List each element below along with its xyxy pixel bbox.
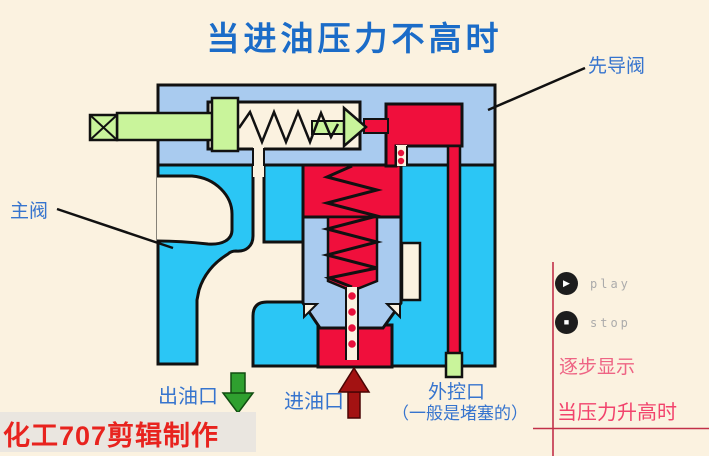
stop-button[interactable]: ■ stop	[555, 311, 631, 334]
outlet-arrow-icon	[221, 372, 255, 415]
inlet-arrow-icon	[337, 366, 371, 419]
label-inlet-port: 进油口	[284, 389, 344, 413]
adjustment-screw	[88, 96, 240, 153]
page-title: 当进油压力不高时	[206, 19, 503, 58]
play-icon: ▶	[555, 272, 578, 295]
leader-lines	[56, 66, 586, 250]
label-outlet-port: 出油口	[158, 384, 218, 408]
label-pilot-valve: 先导阀	[588, 55, 646, 77]
label-external-port: 外控口	[428, 381, 486, 403]
caption-step-hint: 逐步显示	[559, 356, 636, 378]
stop-button-label: stop	[590, 315, 631, 330]
label-external-port-note: （一般是堵塞的）	[392, 404, 528, 424]
watermark-text: 化工707剪辑制作	[3, 421, 220, 451]
damping-orifice	[345, 287, 359, 360]
play-button[interactable]: ▶ play	[555, 272, 631, 295]
stop-icon: ■	[555, 311, 578, 334]
play-button-label: play	[590, 276, 631, 291]
pilot-seat	[363, 118, 389, 134]
pilot-spring	[237, 108, 340, 146]
screw-knob-icon	[88, 113, 119, 142]
pilot-poppet	[311, 105, 368, 149]
panel-rules	[533, 262, 709, 456]
external-control-line	[444, 144, 464, 379]
port-plug	[444, 351, 464, 379]
pilot-orifice	[395, 145, 408, 166]
drain-passage	[252, 147, 265, 177]
main-spring	[321, 164, 383, 289]
main-valve-leader	[56, 207, 174, 250]
main-spool	[301, 162, 403, 360]
watermark-strip	[0, 412, 256, 452]
pilot-valve-leader	[487, 66, 586, 112]
caption-next-step: 当压力升高时	[557, 400, 677, 424]
label-main-valve: 主阀	[10, 200, 49, 222]
